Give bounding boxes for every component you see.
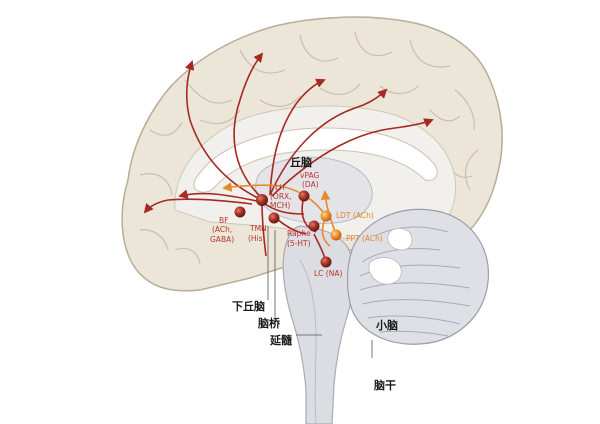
nuclei: [234, 190, 342, 268]
svg-text:(ACh,: (ACh,: [212, 225, 232, 234]
svg-text:Raphe: Raphe: [287, 229, 311, 238]
svg-text:GABA): GABA): [210, 235, 234, 244]
cerebellum: [346, 208, 490, 345]
leader-lines: [267, 226, 373, 358]
nucleus-vpag: [298, 190, 310, 202]
label-lc: LC (NA): [314, 269, 342, 278]
nucleus-raphe: [308, 220, 320, 232]
nucleus-ldt: [320, 210, 332, 222]
thalamus-region: [255, 156, 373, 225]
label-raphe: Raphe (5-HT): [287, 229, 311, 248]
nucleus-lh: [256, 194, 268, 206]
label-pons: 脑桥: [258, 316, 281, 330]
svg-text:BF: BF: [219, 216, 228, 225]
label-tmn: TMN (His): [248, 224, 267, 243]
nucleus-ppt: [330, 229, 342, 241]
svg-text:LH: LH: [275, 183, 285, 192]
label-brainstem: 脑干: [374, 378, 396, 392]
brainstem: [282, 225, 355, 424]
label-bf: BF (ACh, GABA): [210, 216, 234, 244]
nucleus-bf: [234, 206, 246, 218]
nucleus-lc: [320, 256, 332, 268]
label-lh: LH (ORX, MCH): [270, 183, 292, 210]
svg-text:(DA): (DA): [302, 180, 319, 189]
label-medulla: 延髓: [269, 333, 293, 347]
label-thalamus: 丘脑: [290, 155, 312, 169]
label-cerebellum: 小脑: [375, 318, 398, 332]
label-ldt: LDT (ACh): [336, 211, 374, 220]
nucleus-tmn: [268, 212, 280, 224]
gyri-lines: [139, 31, 479, 265]
svg-text:vPAG: vPAG: [300, 171, 319, 180]
svg-text:(His): (His): [248, 234, 266, 243]
svg-text:(ORX,: (ORX,: [270, 192, 292, 201]
svg-text:TMN: TMN: [249, 224, 267, 233]
svg-text:(5-HT): (5-HT): [287, 239, 311, 248]
label-vpag: vPAG (DA): [300, 171, 319, 189]
label-ppt: PPT (ACh): [346, 234, 383, 243]
label-hypothalamus: 下丘脑: [232, 299, 265, 313]
svg-text:MCH): MCH): [270, 201, 290, 210]
corpus-callosum: [193, 127, 438, 193]
